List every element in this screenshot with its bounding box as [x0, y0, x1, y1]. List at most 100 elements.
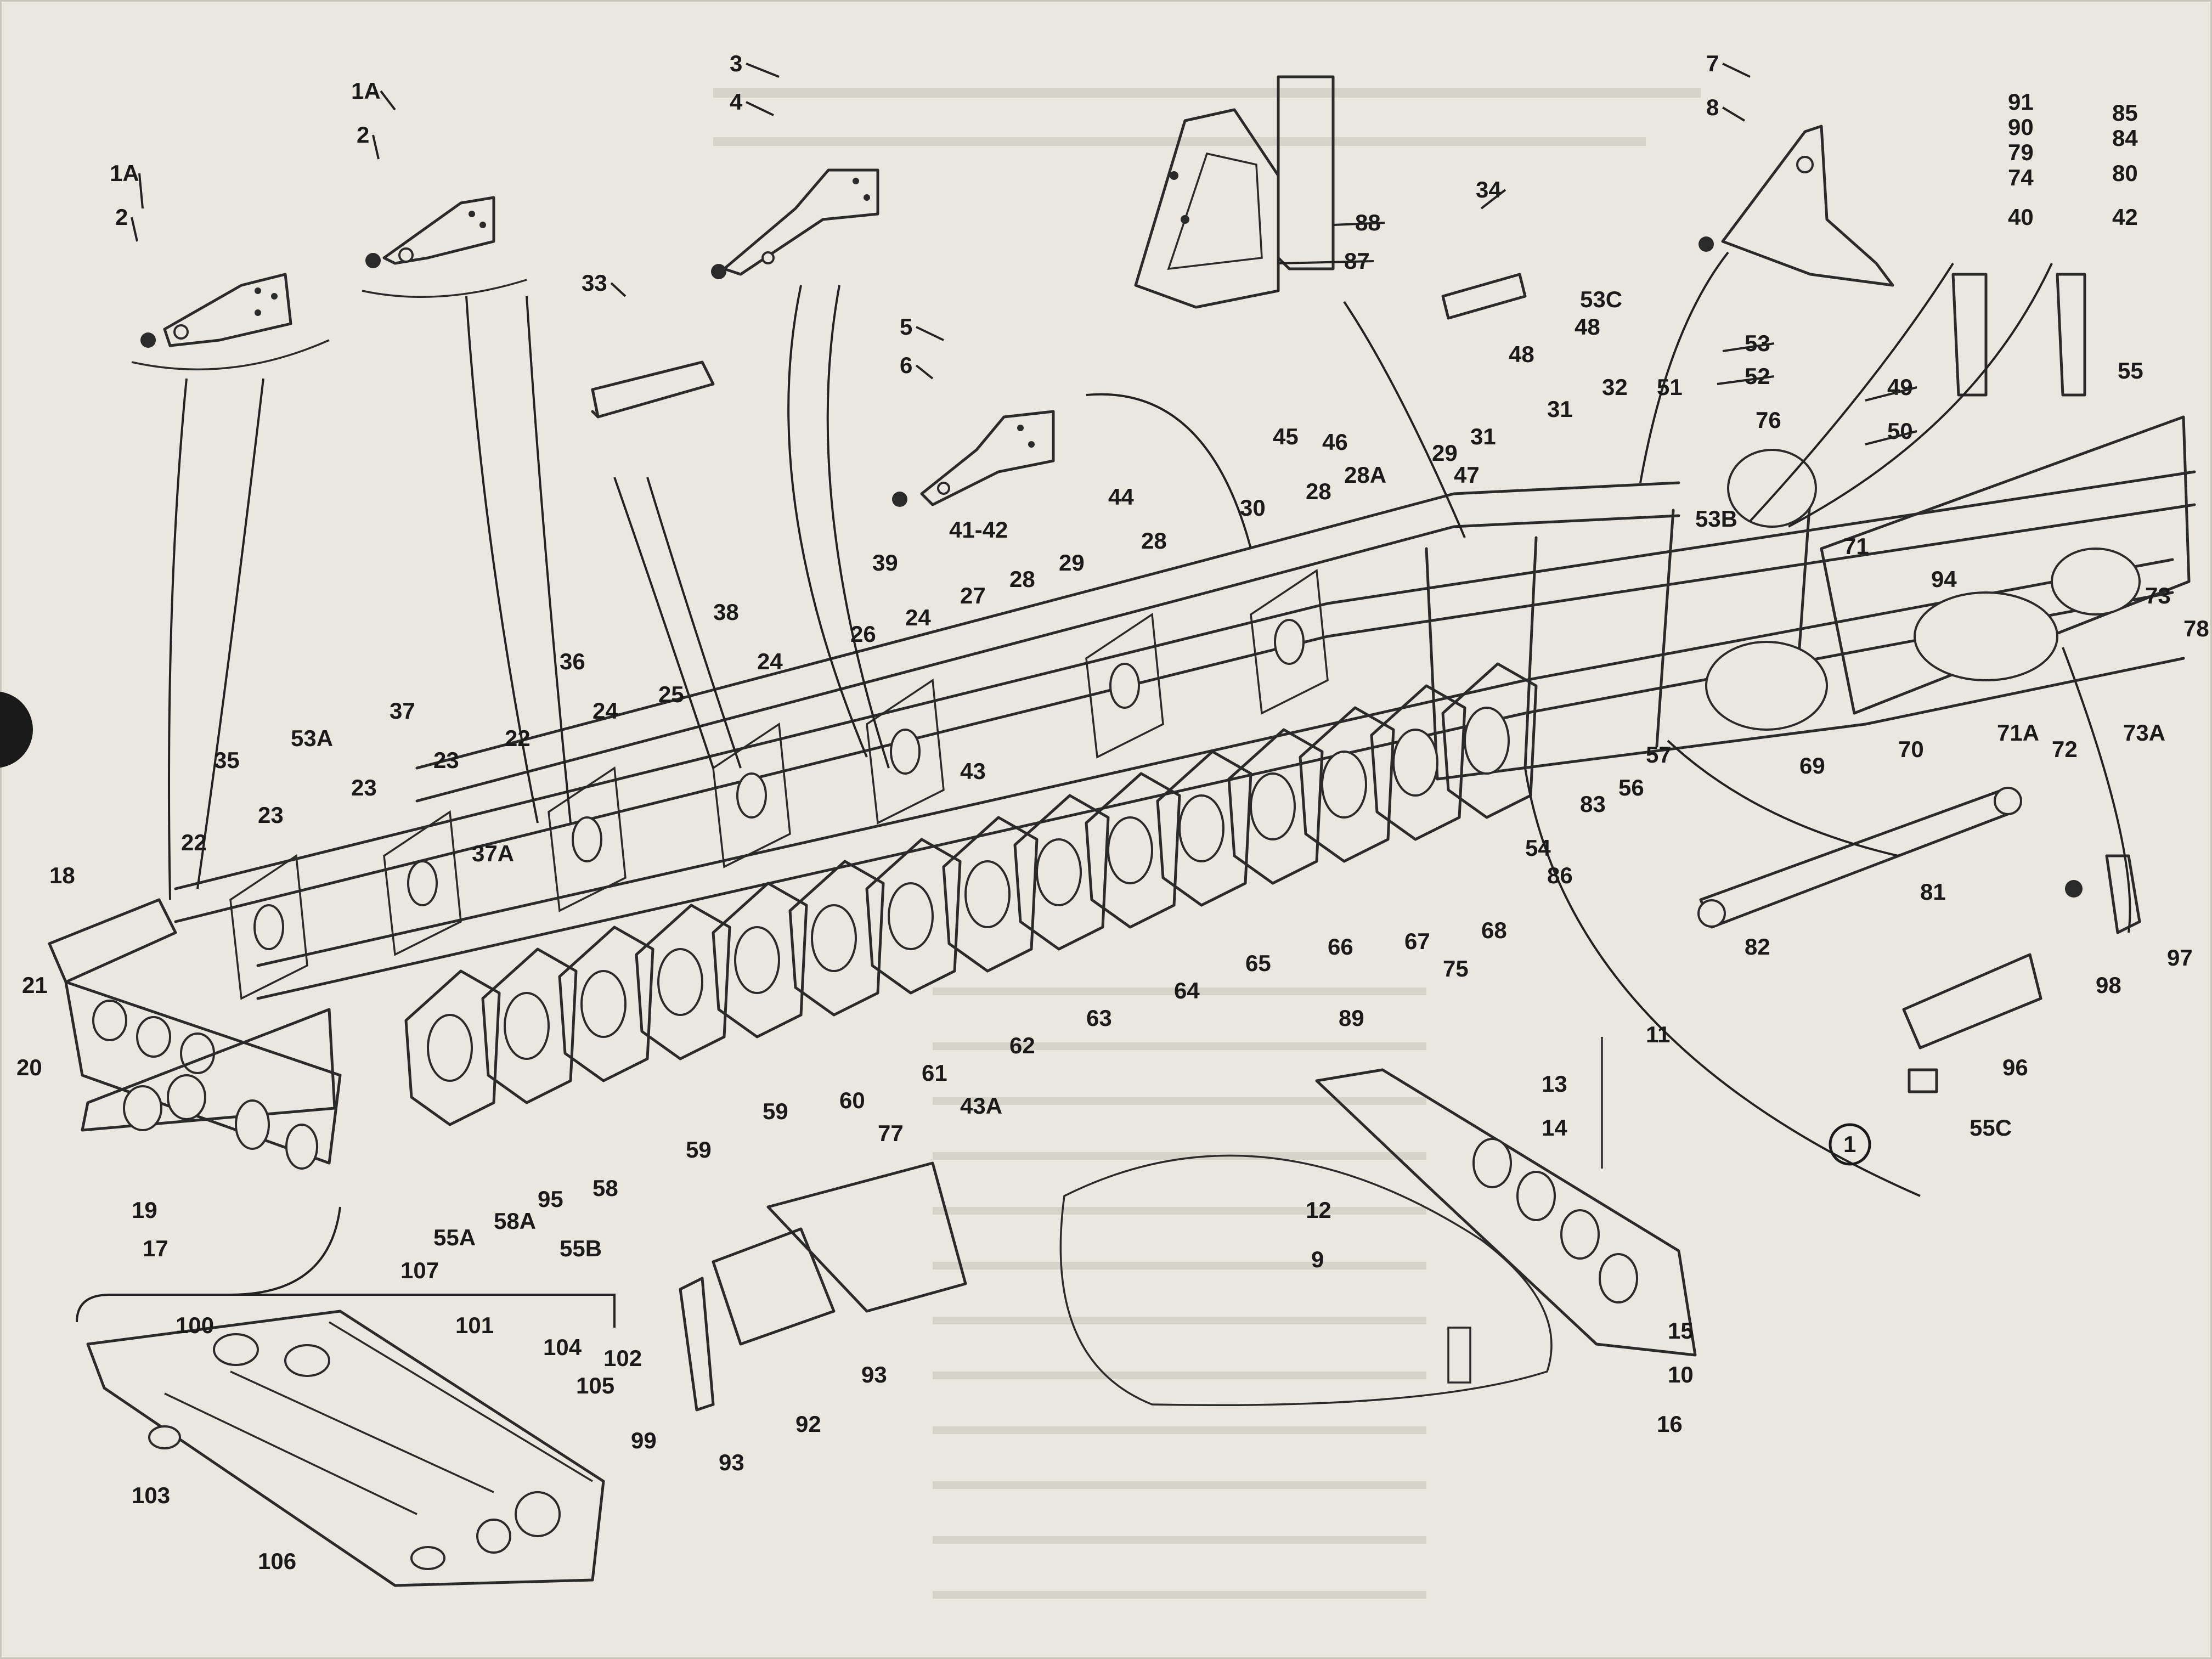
- callout-77: 77: [878, 1120, 904, 1146]
- callout-93a: 93: [861, 1362, 887, 1387]
- tube-81-82: [1697, 787, 2022, 929]
- callout-56: 56: [1618, 775, 1644, 800]
- front-ribs-row: [404, 662, 1538, 1126]
- callout-leader: [380, 90, 396, 111]
- callout-65: 65: [1245, 950, 1271, 976]
- callout-81: 81: [1920, 879, 1946, 905]
- callout-8: 8: [1706, 94, 1719, 120]
- bracket-87-88: [1134, 75, 1335, 309]
- callout-29b: 29: [1059, 550, 1085, 575]
- fitting-1A-right: [362, 196, 527, 298]
- callout-40: 40: [2008, 204, 2034, 230]
- callout-22b: 22: [181, 830, 207, 855]
- angle-34: [1441, 273, 1527, 320]
- callout-93b: 93: [719, 1449, 744, 1475]
- callout-17: 17: [143, 1235, 168, 1261]
- callout-14: 14: [1542, 1115, 1567, 1141]
- callout-leader: [1278, 260, 1374, 264]
- callout-leader: [1722, 63, 1751, 78]
- callout-53B: 53B: [1695, 506, 1737, 532]
- callout-leader: [1480, 189, 1506, 210]
- callout-58A: 58A: [494, 1208, 536, 1234]
- callout-43A: 43A: [960, 1093, 1002, 1119]
- callout-25: 25: [658, 681, 684, 707]
- fitting-1A-left: [131, 273, 330, 371]
- parts-96-98: [1902, 854, 2141, 1093]
- callout-23a: 23: [433, 747, 459, 773]
- callout-92: 92: [795, 1411, 821, 1437]
- callout-28c: 28: [1009, 566, 1035, 592]
- callout-52: 52: [1745, 363, 1770, 389]
- callout-24a: 24: [905, 605, 931, 630]
- callout-58: 58: [592, 1175, 618, 1201]
- callout-leader: [1333, 222, 1385, 226]
- front-spar: [174, 470, 2196, 890]
- callout-75: 75: [1443, 956, 1469, 981]
- callout-42: 42: [2112, 204, 2138, 230]
- callout-76: 76: [1756, 407, 1781, 433]
- callout-105: 105: [576, 1373, 614, 1398]
- callout-39: 39: [872, 550, 898, 575]
- callout-55B: 55B: [560, 1235, 602, 1261]
- callout-62: 62: [1009, 1032, 1035, 1058]
- callout-24c: 24: [592, 698, 618, 724]
- bleed-through-text: [713, 88, 1701, 1599]
- fitting-5-6: [892, 410, 1055, 507]
- callout-47: 47: [1454, 462, 1480, 488]
- callout-48a: 48: [1509, 341, 1534, 367]
- callout-27: 27: [960, 583, 986, 608]
- callout-28b: 28: [1306, 478, 1331, 504]
- angle-33: [591, 360, 715, 419]
- callout-leader: [1865, 430, 1917, 445]
- callout-79: 79: [2008, 139, 2034, 165]
- callout-55: 55: [2118, 358, 2143, 383]
- callout-1: 1: [1843, 1131, 1856, 1157]
- callout-37A: 37A: [472, 840, 514, 866]
- callout-69: 69: [1799, 753, 1825, 778]
- binder-hole: [0, 691, 33, 768]
- rear-ribs-row: [229, 568, 1329, 1000]
- callout-53: 53: [1745, 330, 1770, 356]
- callout-leader: [915, 364, 934, 380]
- callout-15: 15: [1668, 1318, 1694, 1344]
- callout-50: 50: [1887, 418, 1913, 444]
- callout-71A: 71A: [1997, 720, 2039, 746]
- callout-72: 72: [2052, 736, 2078, 762]
- callout-3: 3: [730, 50, 742, 76]
- callout-107: 107: [400, 1257, 439, 1283]
- callout-leader: [372, 134, 380, 160]
- callout-80: 80: [2112, 160, 2138, 186]
- callout-11: 11: [1646, 1022, 1670, 1047]
- callout-78: 78: [2183, 616, 2209, 641]
- callout-31b: 31: [1470, 424, 1496, 449]
- callout-leader: [746, 63, 780, 78]
- callout-20: 20: [16, 1054, 42, 1080]
- callout-33: 33: [582, 270, 607, 296]
- callout-90: 90: [2008, 114, 2034, 140]
- callout-96: 96: [2002, 1054, 2028, 1080]
- callout-5: 5: [900, 314, 912, 340]
- callout-leader: [1722, 342, 1775, 352]
- callout-68: 68: [1481, 917, 1507, 943]
- callout-1-circle: [1829, 1123, 1871, 1166]
- callout-leader: [138, 173, 144, 209]
- callout-23b: 23: [351, 775, 377, 800]
- callout-38: 38: [713, 599, 739, 625]
- callout-41-42: 41-42: [949, 517, 1008, 543]
- callout-55A: 55A: [433, 1224, 476, 1250]
- callout-82: 82: [1745, 934, 1770, 960]
- callout-84: 84: [2112, 125, 2138, 151]
- callout-71: 71: [1843, 533, 1869, 559]
- callout-73: 73: [2145, 583, 2171, 608]
- callout-24b: 24: [757, 648, 783, 674]
- callout-106: 106: [258, 1548, 296, 1574]
- callout-34: 34: [1476, 177, 1502, 202]
- callout-19: 19: [132, 1197, 157, 1223]
- callout-70: 70: [1898, 736, 1924, 762]
- callout-2-a: 2: [115, 204, 128, 230]
- callout-35: 35: [214, 747, 240, 773]
- callout-49: 49: [1887, 374, 1913, 400]
